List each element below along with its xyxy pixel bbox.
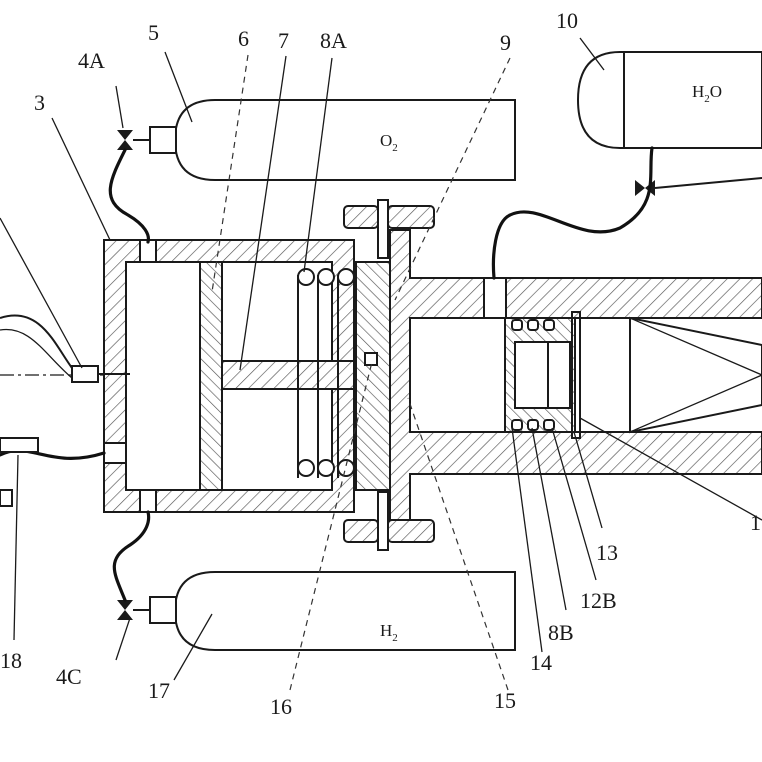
- flange-plate: [355, 261, 391, 491]
- o2-tank: O2: [149, 99, 516, 181]
- label-5: 5: [148, 20, 159, 45]
- label-6: 6: [238, 26, 249, 51]
- hose-h2: [112, 510, 151, 602]
- seal-small: [364, 352, 378, 366]
- valve-assembly: [504, 311, 581, 439]
- label-10: 10: [556, 8, 578, 33]
- h2-tank: H2: [149, 571, 516, 651]
- bolt-bottom: [343, 491, 435, 551]
- label-16: 16: [270, 694, 292, 719]
- h2o-label: H2O: [692, 82, 722, 105]
- valve-4c-icon: [117, 600, 150, 620]
- valve-water-icon: [635, 177, 762, 196]
- h2o-tank: H2O: [576, 51, 762, 149]
- label-12b: 12B: [580, 588, 617, 613]
- label-3: 3: [34, 90, 45, 115]
- o2-label: O2: [380, 131, 398, 154]
- label-4c: 4C: [56, 664, 82, 689]
- leader-lines: [0, 37, 762, 691]
- label-4a: 4A: [78, 48, 105, 73]
- hose-o2: [108, 148, 151, 244]
- label-1: 1: [750, 510, 761, 535]
- igniter-wiring: [0, 314, 130, 507]
- label-18: 18: [0, 648, 22, 673]
- label-14: 14: [530, 650, 552, 675]
- bolt-top: [343, 199, 435, 259]
- label-17: 17: [148, 678, 170, 703]
- label-13: 13: [596, 540, 618, 565]
- piston-plate: [199, 261, 223, 491]
- h2-label: H2: [380, 621, 398, 644]
- label-8a: 8A: [320, 28, 347, 53]
- label-7: 7: [278, 28, 289, 53]
- label-9: 9: [500, 30, 511, 55]
- valve-4a-icon: [117, 130, 150, 150]
- hose-water: [491, 146, 654, 280]
- label-8b: 8B: [548, 620, 574, 645]
- label-15: 15: [494, 688, 516, 713]
- spring-8a: [297, 268, 355, 478]
